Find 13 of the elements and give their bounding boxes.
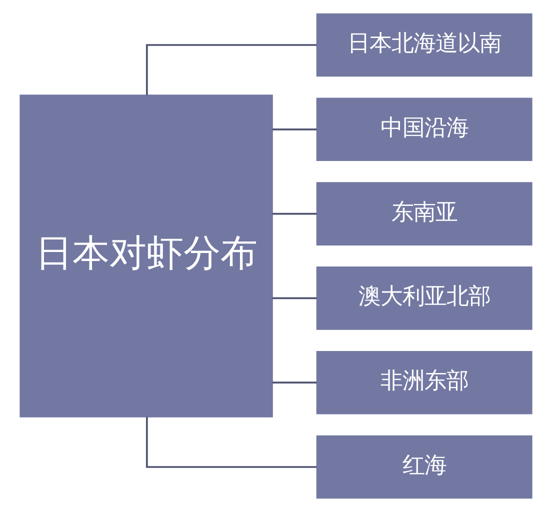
connector: [272, 296, 316, 299]
connector: [272, 128, 316, 130]
node-box: 中国沿海: [316, 97, 532, 161]
connector: [272, 381, 316, 384]
node-box: 日本对虾分布: [19, 94, 272, 417]
node-box: 东南亚: [316, 182, 532, 245]
node-box: 非洲东部: [316, 350, 532, 414]
node-box: 澳大利亚北部: [316, 266, 532, 330]
connector: [272, 212, 316, 214]
connector: [145, 416, 316, 468]
connector: [145, 44, 316, 94]
node-box: 日本北海道以南: [316, 12, 532, 76]
node-box: 红海: [316, 434, 532, 498]
